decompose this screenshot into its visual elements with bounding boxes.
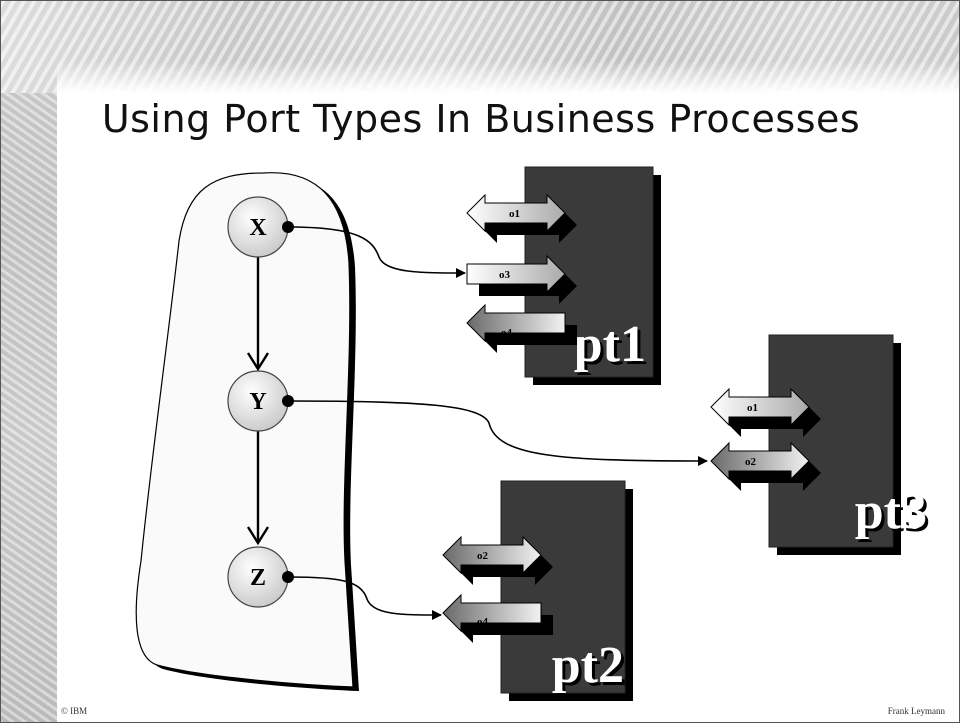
slide-title: Using Port Types In Business Processes	[101, 97, 861, 141]
connector-y-o2	[288, 400, 708, 466]
connectors	[288, 226, 708, 620]
node-label: Z	[250, 565, 266, 591]
port-type-pt2: pt2 pt2	[500, 480, 633, 701]
footer-author: Frank Leymann	[887, 706, 945, 716]
process-shape	[135, 172, 359, 691]
link-x-y-head	[246, 352, 270, 372]
banner-fade	[57, 61, 959, 93]
footer-copyright: © IBM	[61, 706, 88, 716]
pt3-label: pt3	[855, 483, 927, 540]
activity-node-y: Y	[227, 370, 294, 432]
pt1-label-shadow: pt1	[577, 319, 649, 376]
op-label: o4	[501, 327, 513, 339]
port-type-pt3: pt3 pt3	[768, 334, 930, 555]
op-label: o2	[477, 550, 489, 562]
op-label: o4	[477, 616, 489, 628]
link-y-z-head	[246, 526, 270, 546]
control-links	[246, 257, 270, 546]
pt1-label: pt1	[574, 316, 646, 373]
pt2-label: pt2	[552, 637, 624, 694]
node-label: X	[249, 215, 267, 241]
port-type-pt1: pt1 pt1	[524, 166, 661, 385]
activity-node-x: X	[227, 196, 294, 258]
operation-pt2-o4: o4	[442, 593, 553, 643]
node-label: Y	[249, 389, 266, 415]
op-label: o2	[745, 456, 757, 468]
operation-pt1-o1: o1	[466, 193, 577, 243]
op-label: o1	[747, 402, 758, 414]
activity-node-z: Z	[227, 546, 294, 608]
pt3-box	[768, 334, 894, 548]
node-port-dot	[282, 221, 294, 233]
pt3-label-shadow: pt3	[858, 486, 930, 543]
op-label: o1	[509, 208, 520, 220]
operation-pt1-o3: o3	[466, 254, 577, 304]
operation-pt3-o1: o1	[710, 387, 821, 437]
connector-z-o4	[288, 576, 442, 620]
pt2-label-shadow: pt2	[555, 640, 627, 697]
operation-pt1-o4: o4	[466, 303, 577, 353]
operation-pt3-o2: o2	[710, 441, 821, 491]
node-port-dot	[282, 571, 294, 583]
operation-pt2-o2: o2	[442, 535, 553, 585]
connector-x-o3	[288, 226, 466, 278]
decorative-left-strip	[1, 1, 57, 722]
op-label: o3	[499, 269, 511, 281]
node-port-dot	[282, 395, 294, 407]
pt2-box	[500, 480, 626, 694]
